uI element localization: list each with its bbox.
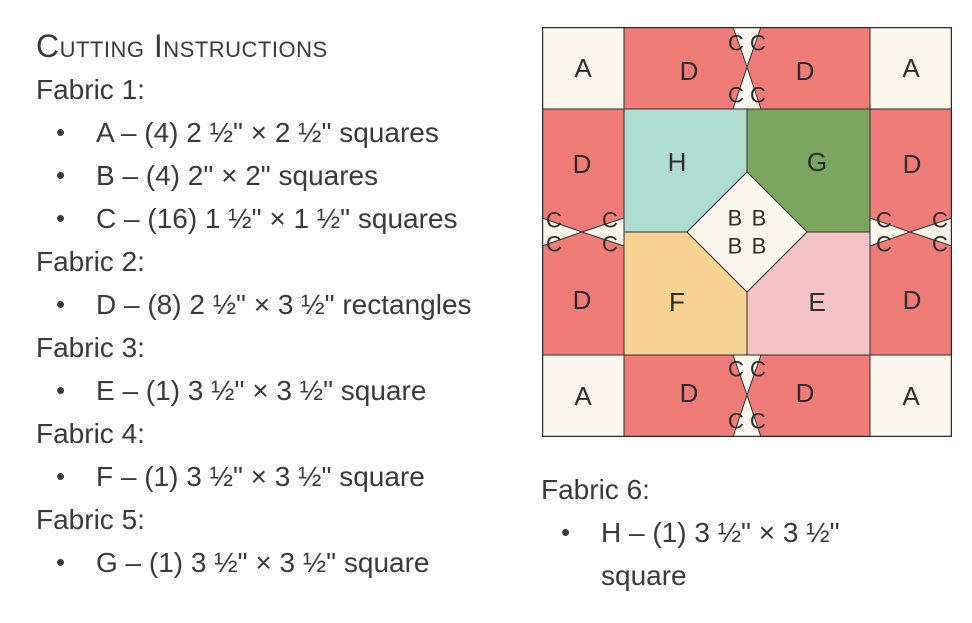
piece-b-diamond — [686, 171, 808, 293]
fabric-2-list: D – (8) 2 ½" × 3 ½" rectangles — [36, 283, 536, 326]
piece-label-f: F — [669, 287, 685, 317]
piece-label-c: C — [602, 208, 618, 233]
piece-label-c: C — [728, 83, 744, 108]
piece-label-c: C — [876, 232, 892, 257]
piece-label-a: A — [574, 381, 592, 411]
list-item: F – (1) 3 ½" × 3 ½" square — [36, 455, 536, 498]
piece-label-c: C — [602, 232, 618, 257]
piece-d — [869, 231, 952, 356]
piece-d — [746, 27, 871, 110]
piece-label-c: C — [750, 357, 766, 382]
fabric-5-section: Fabric 5: G – (1) 3 ½" × 3 ½" square — [36, 498, 536, 584]
piece-label-b: B — [728, 234, 743, 259]
piece-label-c: C — [728, 357, 744, 382]
piece-label-d: D — [796, 56, 815, 86]
page-title: Cutting Instructions — [36, 28, 328, 64]
fabric-6-list: H – (1) 3 ½" × 3 ½" square — [541, 511, 961, 597]
piece-label-c: C — [750, 31, 766, 56]
piece-label-c: C — [546, 208, 562, 233]
piece-label-c: C — [728, 31, 744, 56]
fabric-6-section: Fabric 6: H – (1) 3 ½" × 3 ½" square — [541, 468, 961, 597]
piece-label-b: B — [752, 206, 767, 231]
fabric-6-heading: Fabric 6: — [541, 474, 650, 505]
piece-label-c: C — [750, 83, 766, 108]
fabric-4-section: Fabric 4: F – (1) 3 ½" × 3 ½" square — [36, 412, 536, 498]
piece-label-a: A — [574, 53, 592, 83]
fabric-5-list: G – (1) 3 ½" × 3 ½" square — [36, 541, 536, 584]
piece-label-d: D — [573, 149, 592, 179]
piece-label-c: C — [546, 232, 562, 257]
fabric-4-list: F – (1) 3 ½" × 3 ½" square — [36, 455, 536, 498]
piece-d — [542, 231, 625, 356]
piece-a — [869, 27, 952, 110]
piece-label-d: D — [573, 285, 592, 315]
piece-a — [869, 354, 952, 437]
piece-label-a: A — [902, 53, 920, 83]
list-item: E – (1) 3 ½" × 3 ½" square — [36, 369, 536, 412]
piece-label-c: C — [876, 208, 892, 233]
fabric-3-section: Fabric 3: E – (1) 3 ½" × 3 ½" square — [36, 326, 536, 412]
piece-a — [542, 27, 625, 110]
cutting-instructions: Cutting Instructions Fabric 1: A – (4) 2… — [36, 24, 536, 584]
list-item: C – (16) 1 ½" × 1 ½" squares — [36, 197, 536, 240]
fabric-5-heading: Fabric 5: — [36, 504, 145, 535]
piece-label-d: D — [903, 285, 922, 315]
piece-label-d: D — [796, 378, 815, 408]
fabric-3-list: E – (1) 3 ½" × 3 ½" square — [36, 369, 536, 412]
piece-label-h: H — [668, 147, 687, 177]
piece-a — [542, 354, 625, 437]
fabric-1-section: Fabric 1: A – (4) 2 ½" × 2 ½" squares B … — [36, 68, 536, 240]
piece-label-d: D — [680, 56, 699, 86]
piece-label-d: D — [903, 149, 922, 179]
list-item: D – (8) 2 ½" × 3 ½" rectangles — [36, 283, 536, 326]
piece-label-c: C — [932, 232, 948, 257]
fabric-3-heading: Fabric 3: — [36, 332, 145, 363]
fabric-4-heading: Fabric 4: — [36, 418, 145, 449]
piece-label-g: G — [807, 147, 827, 177]
piece-label-a: A — [902, 381, 920, 411]
piece-label-c: C — [728, 409, 744, 434]
piece-label-c: C — [932, 208, 948, 233]
list-item: A – (4) 2 ½" × 2 ½" squares — [36, 111, 536, 154]
block-border — [542, 27, 952, 437]
list-item: G – (1) 3 ½" × 3 ½" square — [36, 541, 536, 584]
piece-label-b: B — [752, 234, 767, 259]
fabric-1-heading: Fabric 1: — [36, 74, 145, 105]
fabric-2-heading: Fabric 2: — [36, 246, 145, 277]
piece-label-e: E — [808, 287, 825, 317]
fabric-1-list: A – (4) 2 ½" × 2 ½" squares B – (4) 2" ×… — [36, 111, 536, 240]
piece-label-d: D — [680, 378, 699, 408]
list-item: H – (1) 3 ½" × 3 ½" square — [541, 511, 901, 597]
piece-d — [746, 354, 871, 437]
piece-label-b: B — [728, 206, 743, 231]
fabric-2-section: Fabric 2: D – (8) 2 ½" × 3 ½" rectangles — [36, 240, 536, 326]
piece-label-c: C — [750, 409, 766, 434]
list-item: B – (4) 2" × 2" squares — [36, 154, 536, 197]
